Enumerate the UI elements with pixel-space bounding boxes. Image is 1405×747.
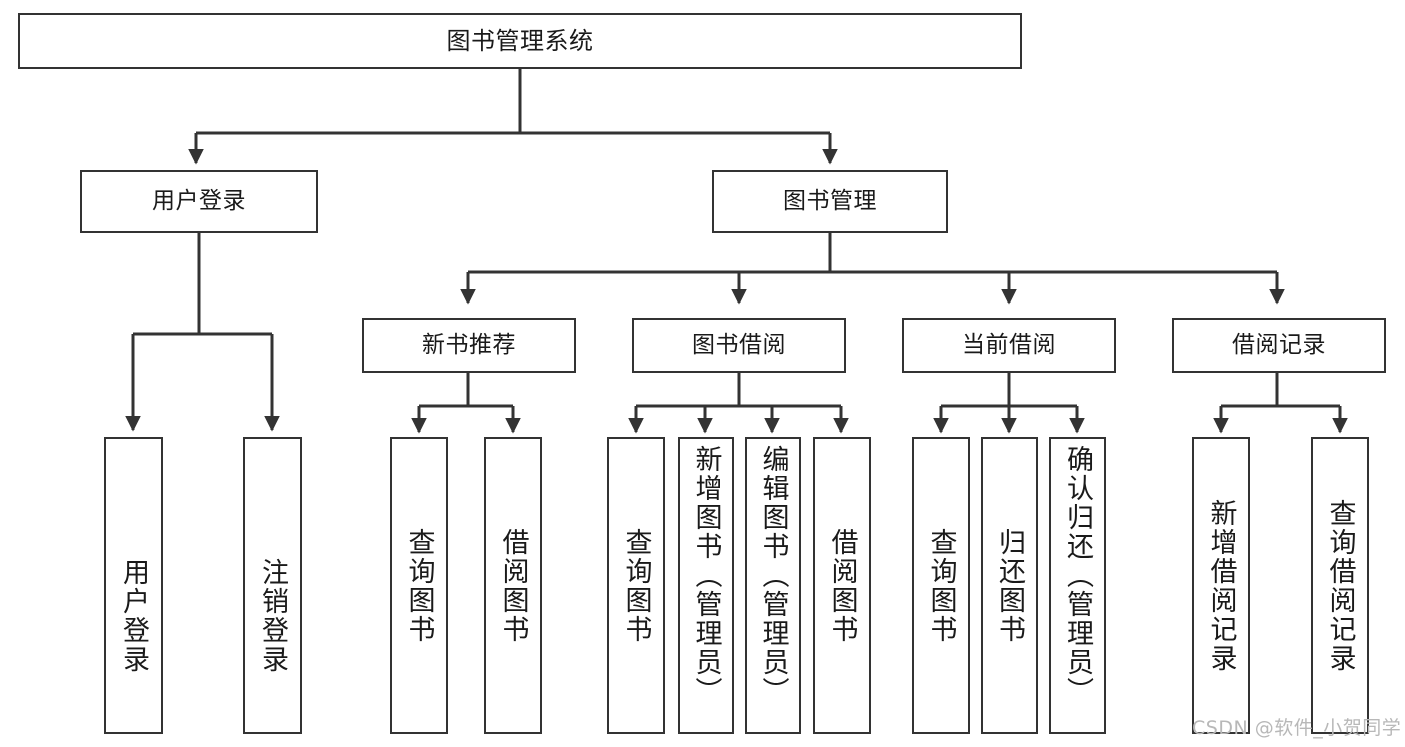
- node-label: 查询图书: [620, 527, 652, 644]
- node-book-borrow[interactable]: 图书借阅: [632, 318, 846, 373]
- node-current-borrow[interactable]: 当前借阅: [902, 318, 1116, 373]
- leaf-query-borrow-record[interactable]: 查询借阅记录: [1311, 437, 1369, 734]
- leaf-borrow-book-2[interactable]: 借阅图书: [813, 437, 871, 734]
- node-label: 图书管理系统: [446, 27, 594, 55]
- node-label: 用户登录: [118, 558, 149, 674]
- node-label: 图书管理: [783, 188, 877, 214]
- node-label: 借阅图书: [497, 527, 529, 644]
- leaf-confirm-return-admin[interactable]: 确认归还（管理员）: [1049, 437, 1106, 734]
- node-label: 查询图书: [403, 527, 435, 644]
- leaf-logout-login[interactable]: 注销登录: [243, 437, 302, 734]
- node-label: 借阅记录: [1232, 332, 1326, 358]
- leaf-return-book[interactable]: 归还图书: [981, 437, 1038, 734]
- node-book-management[interactable]: 图书管理: [712, 170, 948, 233]
- leaf-edit-book-admin[interactable]: 编辑图书（管理员）: [745, 437, 801, 734]
- leaf-query-book-1[interactable]: 查询图书: [390, 437, 448, 734]
- node-label: 当前借阅: [962, 332, 1056, 358]
- leaf-query-book-2[interactable]: 查询图书: [607, 437, 665, 734]
- node-label: 借阅图书: [826, 527, 858, 644]
- node-label: 新增借阅记录: [1205, 498, 1237, 673]
- node-borrow-record[interactable]: 借阅记录: [1172, 318, 1386, 373]
- leaf-add-borrow-record[interactable]: 新增借阅记录: [1192, 437, 1250, 734]
- node-label: 归还图书: [994, 527, 1025, 644]
- node-label: 查询图书: [925, 527, 957, 644]
- leaf-user-login[interactable]: 用户登录: [104, 437, 163, 734]
- leaf-borrow-book-1[interactable]: 借阅图书: [484, 437, 542, 734]
- node-label: 注销登录: [257, 558, 288, 674]
- node-book-management-system[interactable]: 图书管理系统: [18, 13, 1022, 69]
- node-user-login[interactable]: 用户登录: [80, 170, 318, 233]
- leaf-add-book-admin[interactable]: 新增图书（管理员）: [678, 437, 734, 734]
- node-label: 新书推荐: [422, 332, 516, 358]
- node-label: 新增图书（管理员）: [690, 445, 722, 706]
- node-label: 图书借阅: [692, 332, 786, 358]
- node-label: 查询借阅记录: [1324, 498, 1356, 673]
- node-new-book-recommend[interactable]: 新书推荐: [362, 318, 576, 373]
- leaf-query-book-3[interactable]: 查询图书: [912, 437, 970, 734]
- node-label: 确认归还（管理员）: [1062, 445, 1093, 706]
- node-label: 用户登录: [152, 188, 246, 214]
- csdn-watermark: CSDN @软件_小贺同学: [1192, 717, 1402, 739]
- node-label: 编辑图书（管理员）: [757, 445, 789, 706]
